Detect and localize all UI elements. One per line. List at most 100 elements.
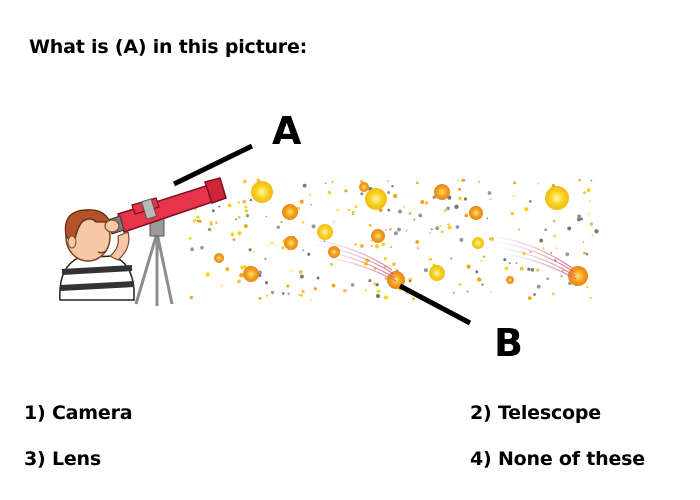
- boy: [59, 209, 135, 301]
- star-dot: [589, 296, 592, 300]
- star-dot: [387, 208, 391, 212]
- star-dot: [276, 225, 280, 229]
- star-dot: [237, 201, 240, 205]
- star-dot: [189, 295, 194, 300]
- star-dot: [529, 251, 532, 253]
- star-dot: [457, 180, 460, 182]
- star-dot: [347, 208, 351, 212]
- star-dot: [375, 244, 380, 249]
- star-dot: [307, 252, 311, 256]
- star-dot: [333, 221, 336, 223]
- star-dot: [450, 257, 453, 260]
- star: [282, 204, 298, 220]
- star-dot: [536, 268, 540, 272]
- star-dot: [586, 188, 591, 192]
- star-dot: [402, 205, 405, 208]
- star-dot: [248, 248, 252, 252]
- option-1-label: Camera: [51, 402, 133, 424]
- star-dot: [309, 193, 312, 196]
- star-dot: [331, 181, 334, 184]
- star: [243, 266, 259, 282]
- callout-label-a: A: [272, 109, 302, 153]
- star: [365, 188, 387, 210]
- star-dot: [360, 192, 364, 196]
- star-dot: [432, 195, 436, 199]
- option-3[interactable]: 3) Lens: [24, 448, 101, 470]
- star-dot: [370, 245, 373, 247]
- star-dot: [486, 217, 489, 220]
- star-dot: [197, 219, 199, 222]
- star-dot: [359, 179, 364, 184]
- star-dot: [519, 266, 524, 271]
- star-dot: [311, 224, 316, 229]
- star-dot: [242, 179, 247, 184]
- callout-line-a: [172, 143, 254, 187]
- star-dot: [447, 225, 452, 230]
- star-dot: [587, 213, 590, 216]
- star-dot: [430, 228, 433, 231]
- star-dot: [237, 279, 241, 284]
- star-dot: [270, 242, 274, 245]
- star-dot: [258, 270, 262, 275]
- star-dot: [368, 279, 372, 283]
- star-dot: [567, 226, 572, 231]
- star-dot: [565, 252, 570, 257]
- star-dot: [209, 222, 213, 226]
- star-dot: [281, 246, 285, 250]
- star-dot: [252, 250, 255, 253]
- star-dot: [264, 257, 267, 261]
- star-dot: [515, 262, 518, 265]
- option-3-number: 3): [24, 448, 46, 470]
- option-1[interactable]: 1) Camera: [24, 402, 133, 424]
- star-dot: [580, 217, 584, 221]
- star-dot: [211, 209, 215, 213]
- star-dot: [405, 229, 408, 232]
- star-dot: [589, 222, 594, 226]
- star-dot: [281, 292, 285, 295]
- star-dot: [459, 237, 464, 242]
- star: [472, 237, 484, 249]
- star-dot: [482, 255, 486, 258]
- star-dot: [266, 294, 269, 297]
- star-dot: [354, 205, 358, 209]
- star-dot: [408, 280, 412, 283]
- star-dot: [415, 240, 420, 244]
- star-dot: [383, 257, 387, 261]
- star-dot: [240, 265, 245, 270]
- star-dot: [578, 178, 581, 182]
- star-dot: [553, 220, 556, 223]
- star-dot: [390, 246, 393, 249]
- star-dot: [350, 283, 355, 287]
- star-dot: [359, 243, 363, 247]
- star-dot: [408, 212, 412, 215]
- comet-trail: [309, 239, 397, 282]
- star: [251, 181, 273, 203]
- star-dot: [249, 198, 253, 202]
- star: [434, 184, 450, 200]
- star-dot: [193, 219, 197, 223]
- star-dot: [190, 247, 194, 252]
- star-dot: [239, 273, 244, 278]
- star-dot: [461, 178, 465, 182]
- star-dot: [577, 217, 581, 222]
- star-dot: [230, 232, 235, 237]
- star-dot: [480, 260, 483, 262]
- star-dot: [463, 197, 468, 201]
- star-dot: [424, 201, 429, 205]
- star-dot: [537, 182, 540, 185]
- star-dot: [527, 296, 532, 300]
- star-dot: [331, 283, 336, 288]
- star-dot: [324, 182, 327, 185]
- star-dot: [302, 249, 305, 252]
- star-dot: [218, 205, 221, 208]
- star-dot: [411, 297, 416, 301]
- star-dot: [560, 275, 563, 277]
- star-dot: [546, 277, 550, 281]
- star-dot: [527, 267, 531, 271]
- star-dot: [518, 228, 521, 231]
- star-dot: [513, 195, 516, 198]
- option-4[interactable]: 4) None of these: [470, 448, 645, 470]
- option-4-label: None of these: [497, 448, 645, 470]
- star: [284, 236, 298, 250]
- option-2[interactable]: 2) Telescope: [470, 402, 601, 424]
